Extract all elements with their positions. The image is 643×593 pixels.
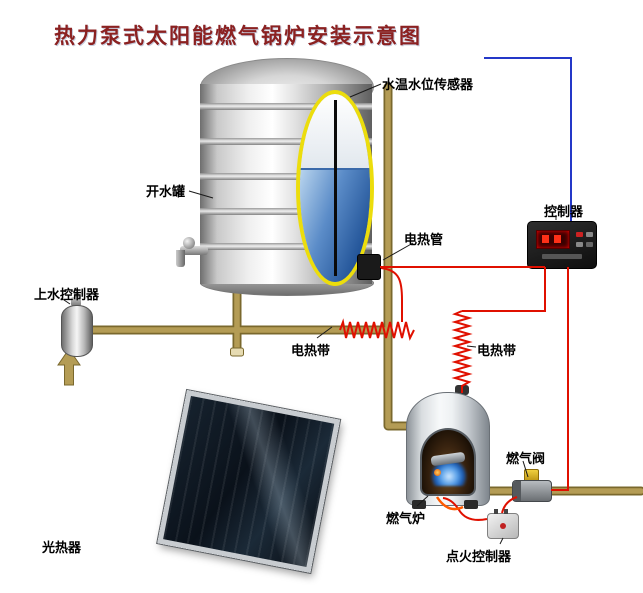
wire-ignition-to-burner xyxy=(442,497,488,521)
ignition-spark xyxy=(434,469,441,476)
display-segment xyxy=(542,235,549,243)
ignition-controller-box xyxy=(487,509,519,539)
wire-controller-to-heat-tape xyxy=(462,267,546,312)
supply-tank-nub xyxy=(74,292,79,298)
tank-rib xyxy=(200,173,372,180)
drain-cap xyxy=(230,347,244,357)
sensor-signal-wire xyxy=(484,57,572,221)
burner-opening xyxy=(420,428,476,496)
water-supply-controller-tank xyxy=(61,305,93,357)
label-heat-tape-pipe: 电热带 xyxy=(291,344,331,359)
label-boiling-tank: 开水罐 xyxy=(146,185,186,200)
label-ignition-controller: 点火控制器 xyxy=(446,550,512,565)
heat-tape-coil-boiler xyxy=(451,310,473,393)
wire-ignition-to-valve xyxy=(501,496,518,514)
display-segment xyxy=(554,235,561,243)
electric-wires xyxy=(339,266,569,521)
tank-rib xyxy=(200,243,372,250)
supply-tank-fitting xyxy=(71,297,81,306)
controller-button xyxy=(586,232,593,237)
diagram-title: 热力泵式太阳能燃气锅炉安装示意图 xyxy=(54,24,422,48)
callout-lines xyxy=(60,83,557,545)
water-level-sensor-rod xyxy=(334,100,337,276)
gas-valve-cap xyxy=(513,481,521,501)
burner-cable xyxy=(435,496,464,511)
tank-rib xyxy=(200,103,372,110)
controller-unit xyxy=(527,221,597,269)
water-inlet-arrow xyxy=(57,348,81,386)
label-controller: 控制器 xyxy=(544,205,584,220)
ignition-led xyxy=(500,523,506,529)
label-gas-boiler: 燃气炉 xyxy=(386,512,426,527)
tank-rib xyxy=(200,208,372,215)
heat-tape-coil-pipe xyxy=(339,318,415,341)
faucet-arm xyxy=(180,246,208,255)
label-heat-tape-boiler: 电热带 xyxy=(477,344,517,359)
faucet-spout xyxy=(176,250,185,267)
controller-button xyxy=(576,242,583,247)
label-gas-valve: 燃气阀 xyxy=(506,452,546,467)
label-sensor: 水温水位传感器 xyxy=(382,78,474,93)
label-heater-tube: 电热管 xyxy=(404,233,444,248)
tank-rib xyxy=(200,138,372,145)
wire-heater-drop xyxy=(380,267,403,322)
controller-button xyxy=(576,232,583,237)
ignition-terminal xyxy=(494,509,498,514)
boiler-foot xyxy=(464,500,478,509)
electric-heater-tube xyxy=(357,254,381,280)
ignition-terminal xyxy=(504,509,508,514)
controller-button-bar xyxy=(542,254,582,259)
label-water-supply-controller: 上水控制器 xyxy=(34,288,100,303)
label-solar-collector: 光热器 xyxy=(42,541,82,556)
controller-button xyxy=(586,242,593,247)
wire-controller-to-valve xyxy=(551,267,569,491)
faucet-knob xyxy=(183,237,195,249)
controller-display xyxy=(536,230,570,249)
